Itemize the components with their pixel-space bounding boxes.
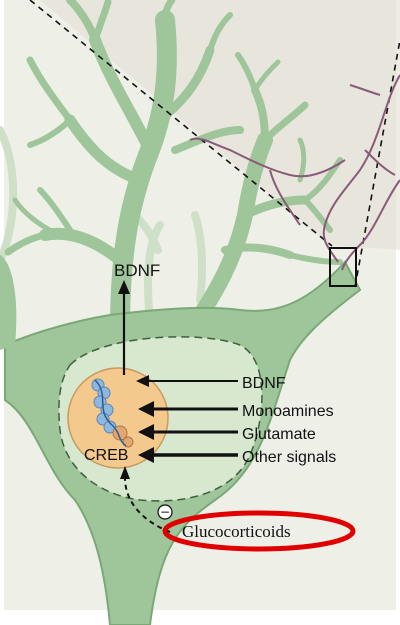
input-label-glutamate: Glutamate [242, 426, 316, 443]
bdnf-output-label: BDNF [114, 261, 160, 280]
creb-label: CREB [84, 447, 128, 464]
inhibit-sign: − [160, 505, 170, 519]
input-label-bdnf: BDNF [242, 375, 286, 392]
input-label-monoamines: Monoamines [242, 403, 334, 420]
input-label-other-signals: Other signals [242, 449, 336, 466]
glucocorticoids-label: Glucocorticoids [182, 522, 291, 541]
